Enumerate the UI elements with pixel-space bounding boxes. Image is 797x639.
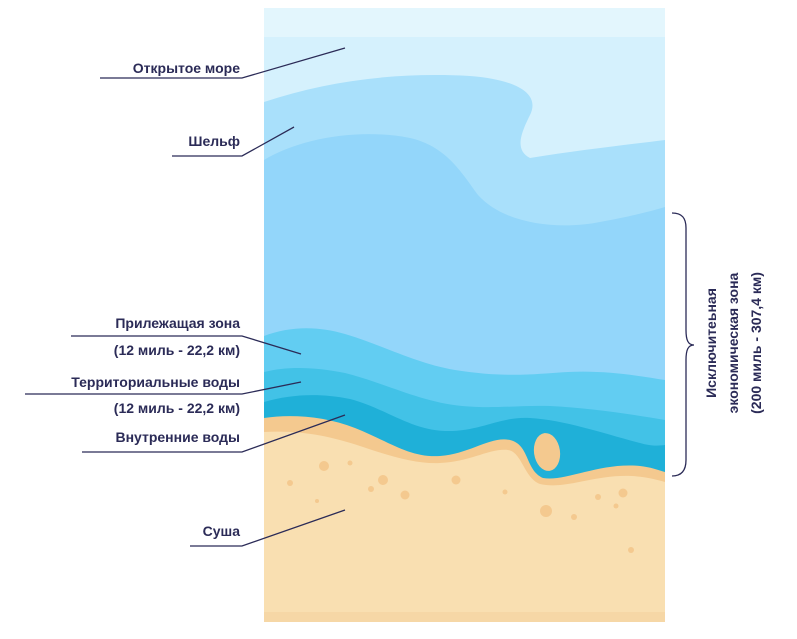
- eez-label-line3: (200 миль - 307,4 км): [748, 272, 764, 414]
- eez-label-line2: экономическая зона: [725, 272, 741, 413]
- sand-dot: [400, 490, 410, 500]
- sand-dot: [347, 460, 353, 466]
- label-contiguous-zone: Прилежащая зона: [115, 315, 240, 331]
- label-internal-waters: Внутренние воды: [115, 429, 240, 445]
- zones-illustration: [264, 8, 665, 622]
- sand-dot: [618, 488, 628, 498]
- zone-labels: Открытое море Шельф Прилежащая зона (12 …: [25, 47, 346, 547]
- eez-label-line1: Исключитеьная: [703, 288, 719, 398]
- sand-dot: [368, 486, 374, 492]
- sand-dot: [540, 505, 552, 517]
- sand-dot: [502, 489, 508, 495]
- label-contiguous-zone-range: (12 миль - 22,2 км): [114, 342, 240, 358]
- sand-dot: [628, 547, 634, 553]
- leader-open-sea: [100, 47, 346, 79]
- sand-dot: [287, 480, 293, 486]
- open-sea-top-band: [264, 8, 665, 37]
- leader-territorial-waters: [25, 381, 302, 395]
- sand-dot: [451, 475, 461, 485]
- label-shelf: Шельф: [188, 133, 240, 149]
- label-territorial-waters-range: (12 миль - 22,2 км): [114, 400, 240, 416]
- sand-dot: [595, 494, 601, 500]
- land-bottom-strip: [264, 612, 665, 622]
- label-land: Суша: [203, 523, 241, 539]
- eez-brace: [671, 212, 695, 477]
- leader-contiguous-zone: [71, 335, 302, 355]
- sand-dot: [378, 475, 388, 485]
- sand-dot: [315, 499, 319, 503]
- sand-dot: [613, 503, 619, 509]
- leader-internal-waters: [82, 414, 346, 453]
- eez-label: Исключитеьная экономическая зона (200 ми…: [703, 272, 764, 414]
- label-territorial-waters: Территориальные воды: [71, 374, 240, 390]
- leader-shelf: [172, 126, 295, 157]
- sand-dot: [319, 461, 329, 471]
- label-open-sea: Открытое море: [133, 60, 240, 76]
- land-region: [264, 431, 665, 622]
- sand-dot: [571, 514, 577, 520]
- island: [533, 433, 561, 471]
- sand-dots: [287, 460, 634, 553]
- leader-land: [190, 509, 346, 547]
